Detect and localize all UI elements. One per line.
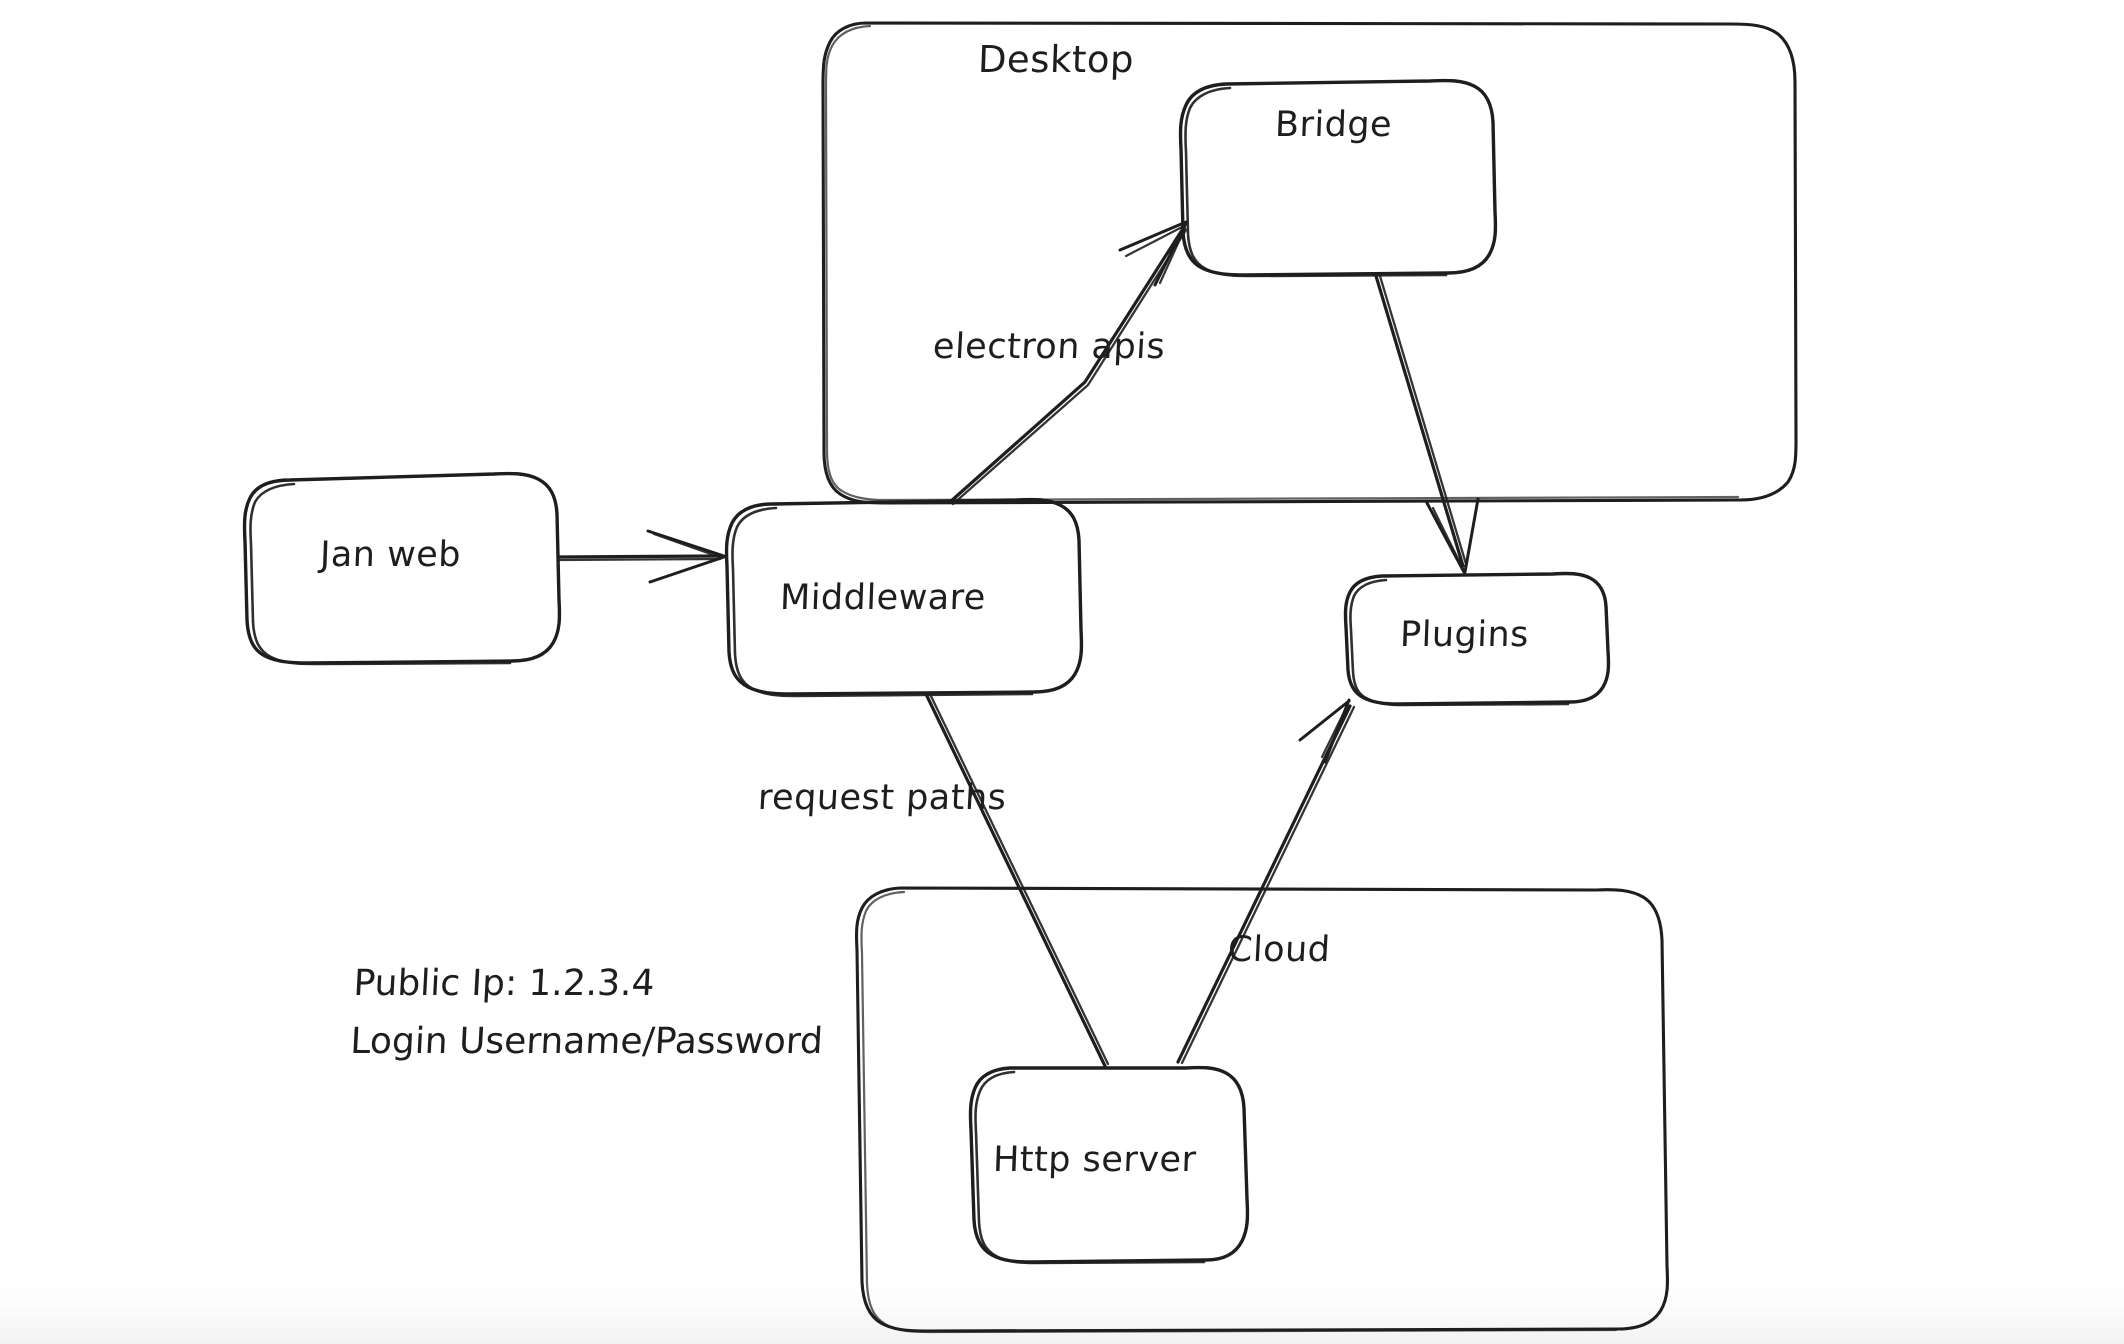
edge-label-electron-apis: electron apis: [931, 327, 1167, 367]
group-desktop-outline: [821, 21, 1798, 505]
node-label-bridge: Bridge: [1274, 105, 1393, 145]
node-jan-web-outline[interactable]: [242, 471, 562, 666]
group-cloud-outline: [854, 886, 1670, 1334]
edge-label-request-paths: request paths: [756, 778, 1008, 818]
connection-info-note: Public Ip: 1.2.3.4 Login Username/Passwo…: [349, 955, 827, 1071]
node-label-middleware: Middleware: [779, 578, 987, 618]
node-label-http-server: Http server: [992, 1140, 1198, 1180]
note-login: Login Username/Password: [349, 1021, 824, 1062]
node-middleware-outline[interactable]: [724, 497, 1084, 698]
node-plugins-outline[interactable]: [1343, 571, 1611, 707]
node-bridge-outline[interactable]: [1178, 78, 1498, 278]
edge-jan-web-to-middleware: [557, 529, 726, 584]
edge-http-server-to-plugins: [1176, 698, 1356, 1065]
node-label-jan-web: Jan web: [319, 535, 462, 575]
edge-middleware-to-bridge: [948, 220, 1188, 506]
node-http-server-outline[interactable]: [968, 1065, 1250, 1265]
edge-label-cloud: Cloud: [1226, 930, 1332, 970]
edge-bridge-to-plugins: [1374, 274, 1480, 574]
note-public-ip: Public Ip: 1.2.3.4: [352, 963, 656, 1004]
node-label-plugins: Plugins: [1399, 615, 1530, 655]
edge-middleware-to-http-server: [924, 692, 1110, 1068]
group-label-desktop: Desktop: [977, 38, 1135, 81]
